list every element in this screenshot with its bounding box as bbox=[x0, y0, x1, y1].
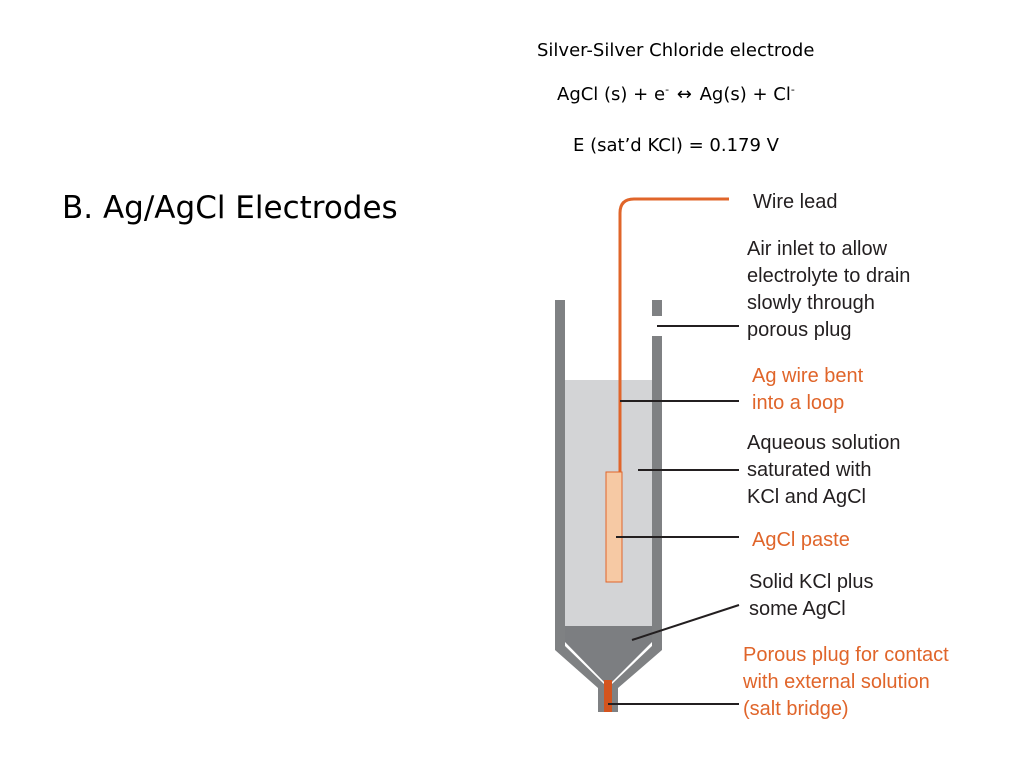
label-line: saturated with bbox=[747, 459, 872, 481]
equation-left: AgCl (s) + e bbox=[557, 84, 666, 105]
label-line: into a loop bbox=[752, 392, 844, 414]
label-wire-lead: Wire lead bbox=[753, 191, 837, 213]
label-line: slowly through bbox=[747, 292, 875, 314]
label-solid-kcl: Solid KCl plus some AgCl bbox=[749, 571, 874, 620]
equation-right: Ag(s) + Cl bbox=[699, 84, 791, 105]
label-line: (salt bridge) bbox=[743, 698, 849, 720]
porous-plug bbox=[604, 680, 612, 712]
equilibrium-arrow-icon: ↔ bbox=[676, 84, 692, 105]
electrode-potential: E (sat’d KCl) = 0.179 V bbox=[573, 135, 779, 156]
label-line: Aqueous solution bbox=[747, 432, 900, 454]
electrode-title: Silver-Silver Chloride electrode bbox=[537, 40, 815, 61]
solid-kcl-layer bbox=[565, 626, 652, 686]
leader-solid bbox=[631, 604, 740, 641]
leader-lines bbox=[608, 325, 740, 705]
label-line: Ag wire bent bbox=[752, 365, 864, 387]
label-line: Porous plug for contact bbox=[743, 644, 949, 666]
label-line: Air inlet to allow bbox=[747, 238, 888, 260]
label-line: Wire lead bbox=[753, 191, 837, 213]
label-ag-wire: Ag wire bent into a loop bbox=[752, 365, 864, 414]
tube-right-wall-upper bbox=[652, 300, 662, 316]
label-line: KCl and AgCl bbox=[747, 486, 866, 508]
tube-right-wall-lower bbox=[612, 336, 662, 712]
electron-charge: - bbox=[665, 83, 670, 96]
silver-wire bbox=[618, 197, 729, 474]
label-line: AgCl paste bbox=[752, 529, 850, 551]
label-agcl-paste: AgCl paste bbox=[752, 529, 850, 551]
label-line: some AgCl bbox=[749, 598, 846, 620]
label-air-inlet: Air inlet to allow electrolyte to drain sl… bbox=[747, 238, 910, 341]
slide-heading: B. Ag/AgCl Electrodes bbox=[62, 190, 398, 226]
tube-left-wall bbox=[555, 300, 604, 712]
label-line: electrolyte to drain bbox=[747, 265, 910, 287]
label-line: Solid KCl plus bbox=[749, 571, 874, 593]
label-line: porous plug bbox=[747, 319, 852, 341]
agcl-paste bbox=[605, 471, 623, 583]
label-line: with external solution bbox=[742, 671, 930, 693]
chloride-charge: - bbox=[790, 83, 795, 96]
half-reaction-equation: AgCl (s) + e- ↔ Ag(s) + Cl- bbox=[557, 84, 795, 105]
label-porous-plug: Porous plug for contact with external sol… bbox=[742, 644, 949, 720]
